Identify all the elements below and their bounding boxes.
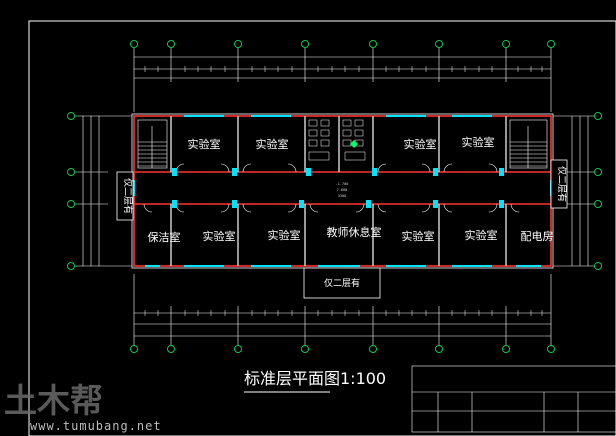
title-block [411,365,616,433]
left-dimension-lines [75,115,132,267]
bottom-dimension-ticks [144,310,543,316]
north-arrow-icon [350,140,358,148]
room-label-bottom-3: 实验室 [268,228,301,242]
bottom-annex-box [303,267,381,299]
left-annex-box [116,171,134,221]
watermark-logo: 土木帮 [4,381,103,420]
room-label-bottom-7: 配电房 [521,230,554,243]
corridor-note-2: 7.800 [337,188,348,192]
left-staircase [137,119,168,169]
room-label-bottom-1: 保洁室 [148,230,181,244]
top-axis-bubbles [130,40,555,48]
room-label-top-2: 实验室 [256,137,289,151]
top-dimension-lines [133,48,552,112]
toilet-fixtures [308,119,366,161]
windows [133,115,552,267]
top-dimension-ticks [144,66,543,72]
right-annex-label: 仅二层有 [556,166,568,202]
right-staircase [509,119,548,169]
room-label-top-4: 实验室 [462,135,495,149]
room-label-top-3: 实验室 [404,137,437,151]
bottom-annex-label: 仅二层有 [324,277,360,289]
right-dimension-lines [553,115,594,267]
left-annex-label: 仅二层有 [122,178,134,214]
bottom-axis-bubbles [130,345,555,353]
sheet-border [28,20,616,436]
room-label-bottom-4: 教师休息室 [327,225,382,239]
drawing-title: 标准层平面图1:100 [244,369,386,388]
corridor-note-3: 3300 [338,194,346,198]
corridor-note: -1.700 [336,182,349,186]
right-axis-bubbles [594,112,602,270]
room-label-bottom-2: 实验室 [203,229,236,243]
partition-walls [170,116,507,266]
watermark-url: www.tumubang.net [30,419,162,433]
bottom-dimension-lines [133,274,552,345]
room-label-bottom-5: 实验室 [402,229,435,243]
room-label-bottom-6: 实验室 [465,228,498,242]
door-marks [172,168,504,208]
left-axis-bubbles [67,112,75,270]
right-annex-box [550,159,568,209]
door-swings [143,163,520,213]
room-label-top-1: 实验室 [188,137,221,151]
